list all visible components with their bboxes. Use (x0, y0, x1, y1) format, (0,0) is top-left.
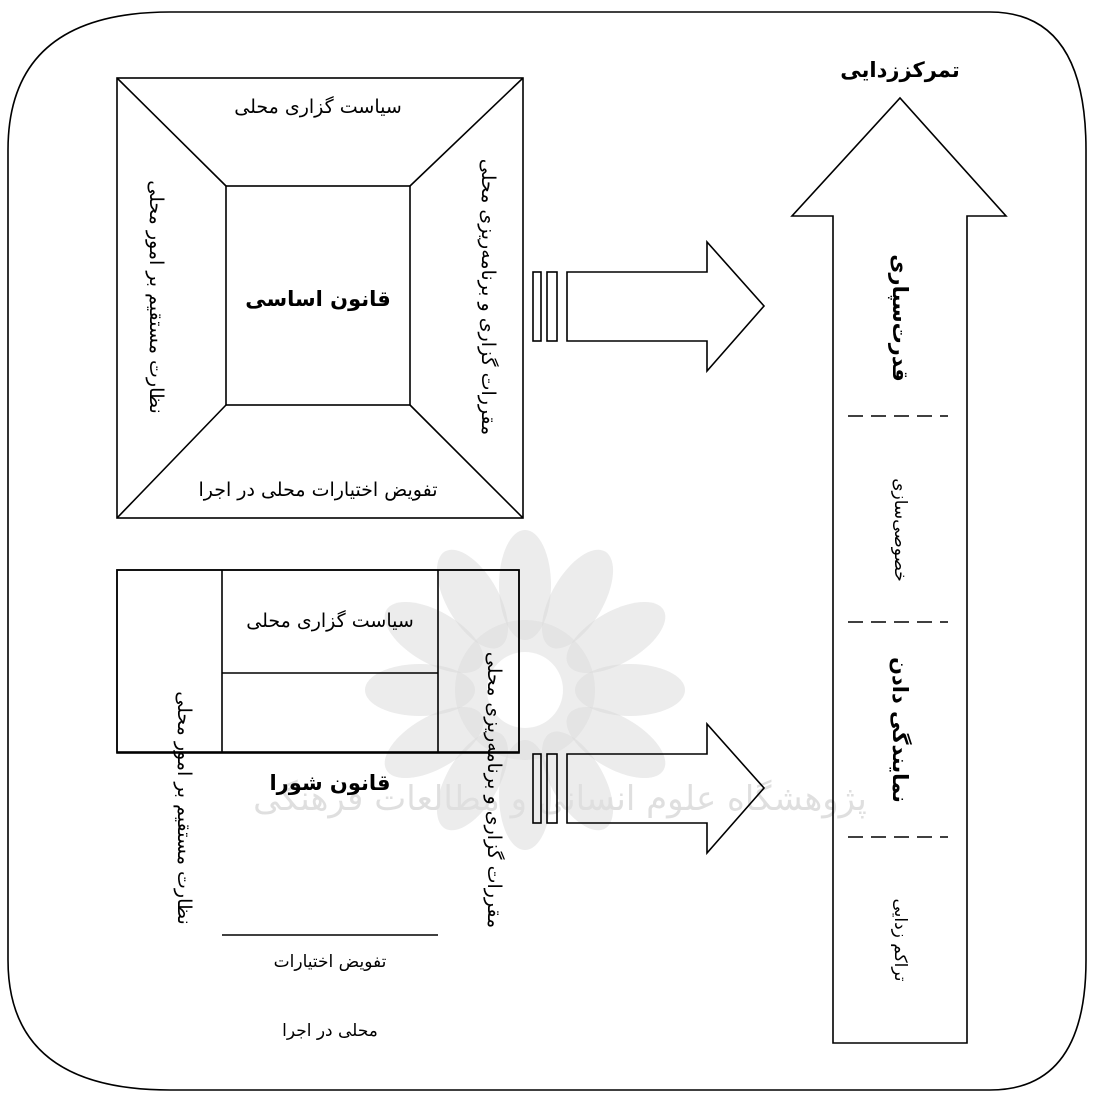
big-arrow: تمرکززدایی قدرت‌سپاری خصوصی‌سازی نمایندگ… (790, 58, 1008, 1044)
top-box-center-label: قانون اساسی (245, 287, 391, 311)
watermark-petal (436, 549, 509, 649)
bottom-box: قانون شورا سیاست گزاری محلی تفویض اختیار… (116, 569, 520, 1041)
top-box-inner (225, 185, 411, 406)
big-arrow-title: تمرکززدایی (840, 58, 960, 82)
segment-label-delegation: قدرت‌سپاری (888, 254, 912, 382)
watermark-petal (384, 601, 484, 674)
bottom-box-bottom-line2: محلی در اجرا (282, 1021, 378, 1041)
bottom-box-left-label: نظارت مستقیم بر امور محلی (173, 691, 195, 925)
watermark-petal (566, 601, 666, 674)
watermark-petal (566, 706, 666, 779)
lower-arrow-bar-2 (546, 753, 558, 824)
top-box-left-label: نظارت مستقیم بر امور محلی (145, 180, 167, 414)
diag-bottom-right (409, 404, 524, 519)
watermark-petal (436, 731, 509, 831)
diag-top-right (409, 77, 524, 187)
top-box-right-label: مقررات گزاری و برنامه‌ریزی محلی (477, 159, 500, 435)
watermark-petal (365, 664, 475, 716)
watermark-petal (541, 731, 614, 831)
segment-label-representation: نمایندگی دادن (888, 657, 913, 803)
upper-arrow-bar-1 (532, 271, 542, 342)
lower-arrow-bar-1 (532, 753, 542, 824)
upper-arrow-bar-2 (546, 271, 558, 342)
big-arrow-outline (790, 96, 1008, 1044)
top-box-bottom-label: تفویض اختیارات محلی در اجرا (198, 479, 437, 501)
watermark-rosette-icon (365, 530, 685, 850)
upper-arrow-body (566, 239, 766, 374)
watermark-petal (541, 549, 614, 649)
bottom-box-center-label: قانون شورا (269, 771, 390, 795)
segment-label-deconcentration: تراکم زدایی (890, 898, 910, 981)
bottom-box-top-label: سیاست گزاری محلی (246, 609, 414, 632)
bottom-box-right-label: مقررات گزاری و برنامه‌ریزی محلی (483, 652, 506, 928)
top-box-top-label: سیاست گزاری محلی (234, 95, 402, 118)
top-box-outer (116, 77, 524, 519)
outer-frame (7, 11, 1087, 1091)
lower-arrow (532, 721, 766, 856)
diag-bottom-left (116, 404, 227, 519)
bottom-box-bottom-line1: تفویض اختیارات (274, 952, 387, 972)
upper-arrow (532, 239, 766, 374)
watermark-petal (499, 530, 551, 640)
lower-arrow-body (566, 721, 766, 856)
diag-top-left (116, 77, 227, 187)
top-box: قانون اساسی سیاست گزاری محلی تفویض اختیا… (116, 77, 524, 519)
watermark-petal (575, 664, 685, 716)
watermark: پژوهشگاه علوم انسانی و مطالعات فرهنگی (253, 530, 867, 850)
watermark-text: پژوهشگاه علوم انسانی و مطالعات فرهنگی (253, 779, 867, 819)
segment-label-privatization: خصوصی‌سازی (890, 478, 910, 582)
watermark-petal (384, 706, 484, 779)
bottom-box-frame (116, 569, 520, 753)
